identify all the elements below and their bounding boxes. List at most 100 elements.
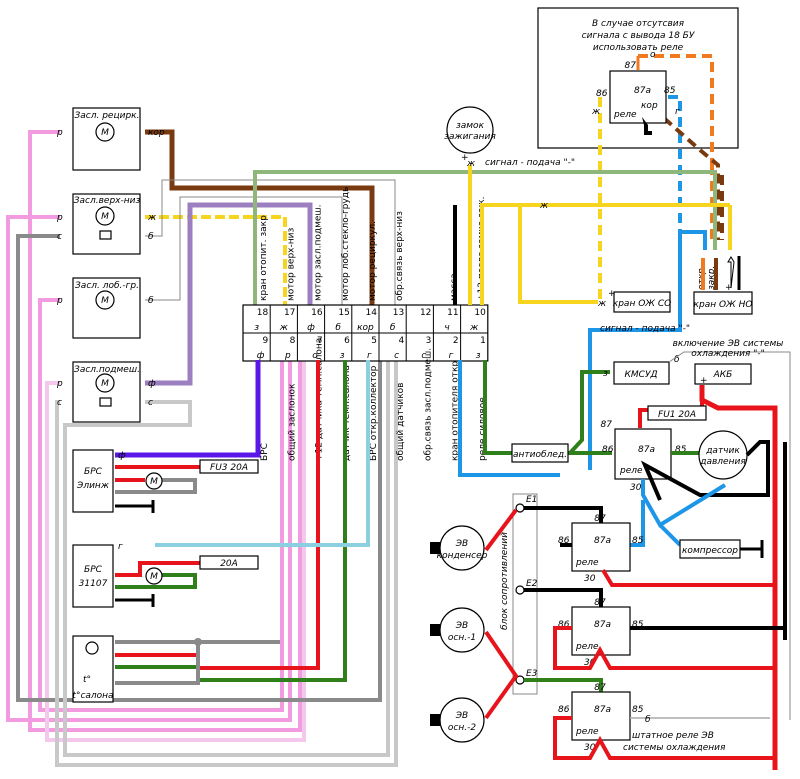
brs-31107-label-2: 31107 (79, 579, 108, 589)
pin-87a: 87a (634, 86, 651, 96)
motor-icon (95, 373, 115, 393)
green-sensor-wire (200, 360, 347, 682)
actuator-windshield: Засл. лоб.-гр. M р б (56, 277, 154, 339)
pin-30: 30 (584, 743, 596, 753)
connector-pin-color: кор (357, 323, 374, 333)
brs-elinzh-motor (145, 472, 163, 490)
brs-31107-ground (115, 594, 155, 607)
brs-violet-wire (115, 360, 261, 458)
actuator-name: Засл. лоб.-гр. (75, 281, 139, 291)
connector-pin-number: 15 (338, 308, 349, 318)
fan-label-2: осн.-1 (448, 633, 476, 643)
connector-pin-color: ж (469, 323, 479, 333)
pin-85: 85 (632, 705, 644, 715)
connector-pin-number: 6 (344, 336, 350, 346)
connector-pin-number: 8 (290, 336, 296, 346)
black-e1-wire (524, 506, 603, 528)
pin-87: 87 (594, 514, 606, 524)
connector-pin-number: 13 (393, 308, 404, 318)
fan-label-2: осн.-2 (448, 723, 476, 733)
brs-31107-label-1: БРС (84, 565, 103, 575)
fan-main-2: ЭВ осн.-2 (430, 697, 485, 743)
pin-85: 85 (675, 445, 687, 455)
connector-pin-number: 18 (257, 308, 269, 318)
brs-elinzh-ground (115, 500, 155, 513)
relay-label: реле (575, 727, 599, 737)
connector-pin-function: БРС (260, 443, 270, 461)
connector-pin-number: 17 (284, 308, 295, 318)
pin-86: 86 (558, 705, 570, 715)
pin-87a: 87a (594, 705, 611, 715)
pin-87: 87 (594, 683, 606, 693)
yellow-co-wire (518, 205, 598, 304)
fuse-fu1 (647, 405, 707, 421)
actuator-mix: Засл.подмеш. M р ф с с (56, 361, 156, 423)
green-kmsud-wire (568, 370, 610, 455)
valve-no-plus-terminal (727, 256, 735, 289)
pin-85: 85 (632, 536, 644, 546)
fuse-20a (199, 555, 259, 570)
signal-label-2: сигнал - подача "-" (600, 324, 690, 334)
brs-31107-motor (145, 567, 163, 585)
ignition-label-1: замок (456, 121, 485, 131)
pressure-sensor-label-2: давления (699, 457, 746, 467)
connector-pin-number: 10 (474, 308, 486, 318)
wire-label-o: о (650, 50, 656, 60)
note-line-2: сигнала с вывода 18 БУ (582, 31, 695, 41)
pink-wire-2 (6, 215, 292, 722)
connector-pin-function: мотор засл.подмеш. (314, 204, 324, 301)
ground-icon (430, 624, 440, 636)
valve-no-label: кран ОЖ НО (694, 300, 753, 310)
red-relay2-wire (553, 626, 775, 670)
wire-label: с (57, 232, 62, 242)
pin-86: 86 (558, 620, 570, 630)
connector-pin-function: мотор лоб.стекло-грудь (341, 187, 351, 301)
motor-label: M (101, 212, 109, 222)
actuator-recirc: Засл. рецирк. M р кор (56, 107, 165, 171)
connector-pin-color: г (367, 351, 372, 361)
connector-pin-number: 16 (311, 308, 323, 318)
connector-pin-number: 9 (262, 336, 268, 346)
fan-relay-3: 87 86 87a 85 реле 30 (558, 683, 644, 753)
connector-pin-number: 4 (398, 336, 404, 346)
violet-wire (145, 202, 313, 386)
connector-pin-number: 12 (420, 308, 431, 318)
green-e3-wire (524, 678, 603, 697)
valve-no-close-label: закр. (707, 266, 717, 290)
wire-label-g: г (675, 107, 680, 117)
connector-pin-color: з (254, 323, 259, 333)
pink-wire-3 (38, 298, 284, 712)
motor-label: M (101, 379, 109, 389)
motor-label: M (150, 477, 158, 487)
connector-pin-function: кран отопителя откр (451, 361, 461, 461)
pin-85: 85 (664, 86, 676, 96)
pressure-sensor-label-1: датчик (705, 446, 740, 456)
blue-fan-relay-85-wire (630, 500, 645, 547)
fan-on-label-1: включение ЭВ системы (673, 339, 784, 349)
fuse-fu1-label: FU1 20A (658, 410, 696, 420)
wire-label: р (56, 213, 63, 223)
red-main-fans-wire (484, 630, 519, 720)
pin-87a: 87a (638, 445, 655, 455)
compressor-ground (740, 540, 764, 558)
black-pressure-wire (640, 440, 770, 501)
relay-label: реле (613, 110, 637, 120)
valve-co (613, 291, 671, 313)
relay-caption-2: системы охлаждения (623, 743, 726, 753)
fuse-fu3 (199, 459, 259, 474)
brown-recirc-wire (145, 129, 375, 305)
fan-condenser: ЭВ конденсер (430, 525, 488, 571)
potentiometer-icon (99, 397, 112, 407)
wire-label: б (148, 296, 154, 306)
potentiometer-icon (99, 230, 112, 240)
connector-pin-function: мотор верх-низ (286, 228, 296, 301)
grey-light-wire-1 (55, 360, 398, 767)
wire-label: р (56, 379, 63, 389)
pink-wire-1 (28, 130, 302, 732)
orange-dashed-wire (638, 54, 714, 165)
junction-dot (194, 638, 202, 646)
ignition-plus: + (461, 153, 469, 163)
wire-label: кор (148, 128, 165, 138)
